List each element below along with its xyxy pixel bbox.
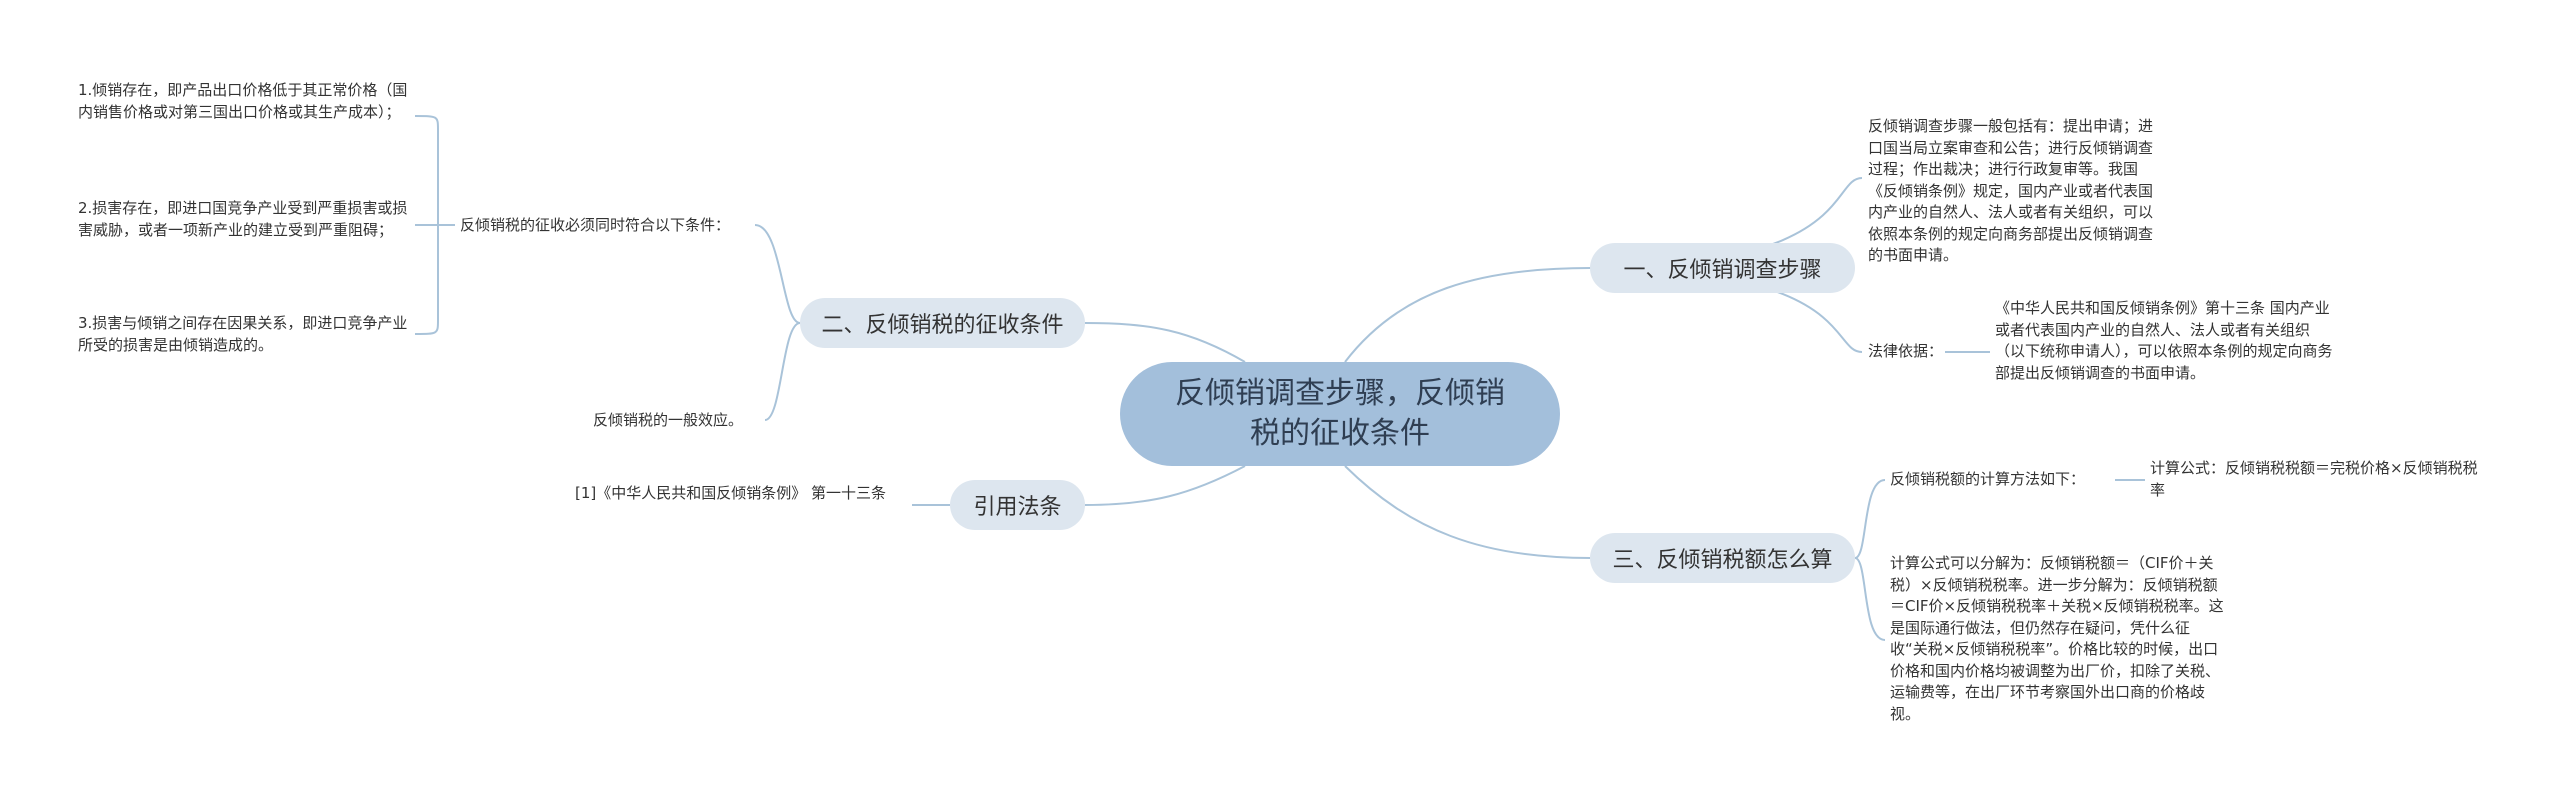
root-topic[interactable]: 反倾销调查步骤，反倾销税的征收条件 bbox=[1120, 362, 1560, 466]
steps-detail: 反倾销调查步骤一般包括有：提出申请；进口国当局立案审查和公告；进行反倾销调查过程… bbox=[1868, 116, 2158, 267]
condition-2-text: 2.损害存在，即进口国竞争产业受到严重损害或损害威胁，或者一项新产业的建立受到严… bbox=[78, 199, 408, 239]
citation-reference-text: [1]《中华人民共和国反倾销条例》 第一十三条 bbox=[575, 484, 887, 502]
calc-formula-text: 计算公式：反倾销税税额＝完税价格×反倾销税税率 bbox=[2150, 459, 2478, 499]
root-topic-label: 反倾销调查步骤，反倾销税的征收条件 bbox=[1175, 376, 1505, 451]
conditions-intro-text: 反倾销税的征收必须同时符合以下条件： bbox=[460, 216, 731, 234]
general-effect: 反倾销税的一般效应。 bbox=[593, 410, 773, 432]
citation-reference: [1]《中华人民共和国反倾销条例》 第一十三条 bbox=[575, 483, 910, 505]
calc-detail-text: 计算公式可以分解为：反倾销税额＝（CIF价＋关税）×反倾销税税率。进一步分解为：… bbox=[1890, 554, 2224, 723]
legal-basis-label-text: 法律依据： bbox=[1868, 342, 1944, 360]
link-root-t4 bbox=[1084, 465, 1246, 506]
calc-formula: 计算公式：反倾销税税额＝完税价格×反倾销税税率 bbox=[2150, 458, 2490, 501]
topic-levy-conditions-label: 二、反倾销税的征收条件 bbox=[821, 313, 1064, 338]
condition-3: 3.损害与倾销之间存在因果关系，即进口竞争产业所受的损害是由倾销造成的。 bbox=[78, 313, 418, 356]
link-t2-intro bbox=[754, 224, 801, 324]
condition-1: 1.倾销存在，即产品出口价格低于其正常价格（国内销售价格或对第三国出口价格或其生… bbox=[78, 80, 418, 123]
topic-cited-law[interactable]: 引用法条 bbox=[950, 480, 1085, 530]
legal-basis-detail: 《中华人民共和国反倾销条例》第十三条 国内产业或者代表国内产业的自然人、法人或者… bbox=[1995, 298, 2335, 384]
topic-cited-law-label: 引用法条 bbox=[973, 495, 1062, 520]
link-t3-detail bbox=[1854, 557, 1886, 641]
link-t3-intro bbox=[1854, 479, 1886, 559]
link-root-t1 bbox=[1344, 267, 1591, 363]
steps-detail-text: 反倾销调查步骤一般包括有：提出申请；进口国当局立案审查和公告；进行反倾销调查过程… bbox=[1868, 117, 2154, 264]
link-root-t2 bbox=[1084, 322, 1246, 363]
legal-basis-detail-text: 《中华人民共和国反倾销条例》第十三条 国内产业或者代表国内产业的自然人、法人或者… bbox=[1995, 299, 2333, 382]
calc-intro-text: 反倾销税额的计算方法如下： bbox=[1890, 470, 2086, 488]
topic-investigation-steps[interactable]: 一、反倾销调查步骤 bbox=[1590, 243, 1855, 293]
topic-tax-calculation[interactable]: 三、反倾销税额怎么算 bbox=[1590, 533, 1855, 583]
topic-tax-calculation-label: 三、反倾销税额怎么算 bbox=[1612, 548, 1833, 573]
link-t2-effect bbox=[764, 322, 801, 421]
legal-basis-label: 法律依据： bbox=[1868, 341, 1948, 363]
condition-1-text: 1.倾销存在，即产品出口价格低于其正常价格（国内销售价格或对第三国出口价格或其生… bbox=[78, 81, 408, 121]
general-effect-text: 反倾销税的一般效应。 bbox=[593, 411, 744, 429]
conditions-intro: 反倾销税的征收必须同时符合以下条件： bbox=[460, 215, 760, 237]
topic-investigation-steps-label: 一、反倾销调查步骤 bbox=[1623, 258, 1822, 283]
condition-3-text: 3.损害与倾销之间存在因果关系，即进口竞争产业所受的损害是由倾销造成的。 bbox=[78, 314, 408, 354]
condition-2: 2.损害存在，即进口国竞争产业受到严重损害或损害威胁，或者一项新产业的建立受到严… bbox=[78, 198, 418, 241]
link-root-t3 bbox=[1344, 465, 1591, 559]
calc-detail: 计算公式可以分解为：反倾销税额＝（CIF价＋关税）×反倾销税税率。进一步分解为：… bbox=[1890, 553, 2225, 725]
calc-intro: 反倾销税额的计算方法如下： bbox=[1890, 469, 2120, 491]
topic-levy-conditions[interactable]: 二、反倾销税的征收条件 bbox=[800, 298, 1085, 348]
